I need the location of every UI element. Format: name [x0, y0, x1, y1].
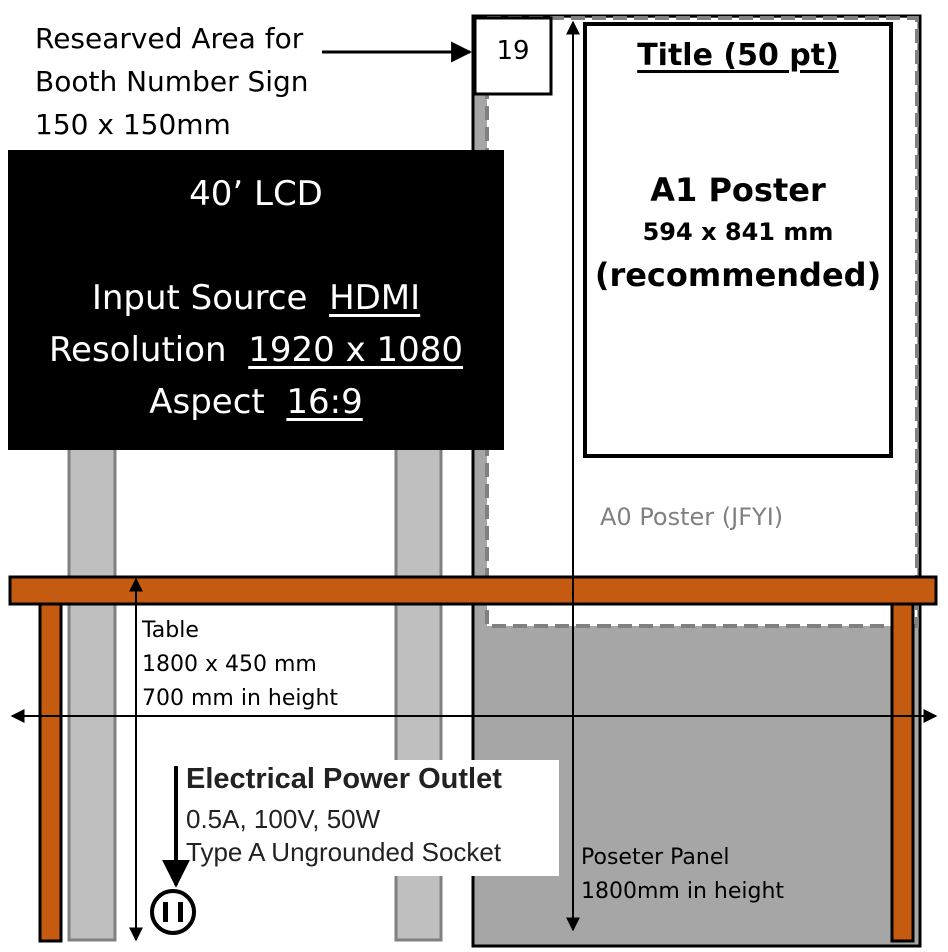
- reserved-area-line2: Booth Number Sign: [35, 65, 309, 98]
- outlet-title: Electrical Power Outlet: [186, 763, 502, 795]
- table-top: [8, 575, 938, 606]
- outlet-spec: 0.5A, 100V, 50W: [186, 804, 381, 834]
- a1-poster: [583, 22, 893, 458]
- lcd-input-line: Input Source HDMI: [8, 278, 504, 318]
- outlet-type: Type A Ungrounded Socket: [186, 837, 502, 867]
- outlet-label-bg: [176, 760, 559, 876]
- lcd-title: 40’ LCD: [189, 174, 323, 214]
- lcd-leg-left: [67, 438, 117, 942]
- lcd-aspect-line: Aspect 16:9: [8, 382, 504, 422]
- lcd-screen: [8, 150, 504, 450]
- lcd-aspect-label: Aspect: [149, 382, 265, 422]
- a1-poster-note: (recommended): [594, 256, 882, 294]
- outlet-socket-icon: [150, 889, 196, 935]
- lcd-input-label: Input Source: [91, 278, 308, 318]
- table-leg-right: [890, 602, 915, 943]
- lcd-aspect-value: 16:9: [286, 382, 363, 422]
- lcd-resolution-label: Resolution: [48, 330, 227, 370]
- table-height: 700 mm in height: [142, 686, 339, 711]
- table-label: Table: [142, 618, 199, 643]
- table-leg-left: [38, 602, 63, 943]
- panel-height: 1800mm in height: [581, 879, 785, 904]
- reserved-area-line1: Researved Area for: [35, 22, 304, 55]
- lcd-resolution-line: Resolution 1920 x 1080: [8, 330, 504, 370]
- booth-number: 19: [496, 36, 530, 66]
- table-size: 1800 x 450 mm: [142, 652, 317, 677]
- a1-poster-title: Title (50 pt): [637, 38, 839, 73]
- lcd-resolution-value: 1920 x 1080: [248, 330, 464, 370]
- a1-poster-size: 594 x 841 mm: [642, 218, 834, 246]
- panel-label: Poseter Panel: [581, 845, 730, 870]
- a0-poster-label: A0 Poster (JFYI): [600, 503, 784, 531]
- reserved-area-line3: 150 x 150mm: [35, 108, 231, 141]
- booth-number-box: [473, 16, 553, 96]
- a1-poster-name: A1 Poster: [650, 171, 826, 209]
- lcd-input-value: HDMI: [329, 278, 421, 318]
